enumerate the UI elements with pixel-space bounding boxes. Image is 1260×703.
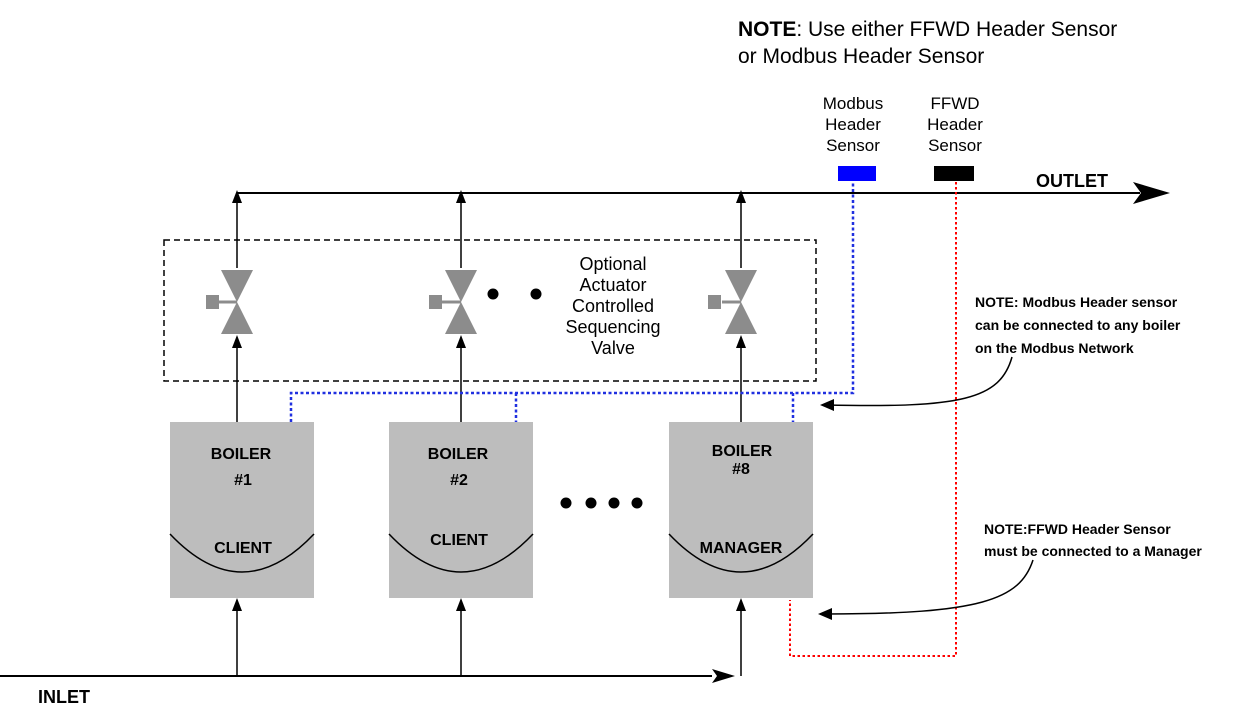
ffwd-note-arrow bbox=[825, 559, 1034, 615]
modbus-sensor-label: Modbus Header Sensor bbox=[823, 94, 883, 155]
boiler-8-column bbox=[736, 190, 746, 676]
ffwd-sensor-label: FFWD Header Sensor bbox=[927, 94, 983, 155]
valve-label-line-3: Controlled bbox=[572, 296, 654, 316]
inlet-pipe bbox=[0, 669, 735, 683]
ffwd-note-arrowhead bbox=[818, 608, 832, 620]
inlet-label: INLET bbox=[38, 687, 90, 703]
boiler-role: CLIENT bbox=[214, 540, 272, 557]
valve-label-line-4: Sequencing bbox=[565, 317, 660, 337]
svg-text:Sensor: Sensor bbox=[826, 136, 880, 155]
svg-text:Header: Header bbox=[927, 115, 983, 134]
svg-text:Modbus: Modbus bbox=[823, 94, 883, 113]
modbus-network-wire bbox=[289, 182, 855, 422]
ffwd-sensor-wire bbox=[789, 182, 957, 657]
boiler-2-column bbox=[456, 190, 466, 676]
valve-1-icon bbox=[206, 270, 253, 334]
svg-text:Header: Header bbox=[825, 115, 881, 134]
boiler-1-column bbox=[232, 190, 242, 676]
boiler-ellipsis-dots bbox=[560, 497, 643, 509]
modbus-note-arrowhead bbox=[820, 399, 834, 411]
modbus-header-sensor bbox=[838, 166, 876, 181]
top-note-label: NOTE bbox=[738, 18, 797, 41]
boiler-role: CLIENT bbox=[430, 532, 488, 549]
valve-2-icon bbox=[429, 270, 477, 334]
boiler-title: BOILER bbox=[712, 443, 773, 460]
svg-text:on the Modbus Network: on the Modbus Network bbox=[975, 340, 1134, 356]
top-note: NOTE: Use either FFWD Header Sensor or M… bbox=[738, 16, 1248, 70]
boiler-number: #1 bbox=[234, 472, 252, 489]
valve-label-line-2: Actuator bbox=[579, 275, 646, 295]
boiler-number: #8 bbox=[732, 461, 750, 478]
boiler-number: #2 bbox=[450, 472, 468, 489]
boiler-1: BOILER #1 CLIENT bbox=[169, 422, 315, 598]
svg-text:must be connected to a Manager: must be connected to a Manager bbox=[984, 543, 1202, 559]
svg-text:FFWD: FFWD bbox=[930, 94, 979, 113]
valve-group-label: Optional Actuator Controlled Sequencing … bbox=[565, 254, 660, 358]
ffwd-note: NOTE:FFWD Header Sensor must be connecte… bbox=[984, 521, 1202, 559]
modbus-note-arrow bbox=[825, 356, 1013, 407]
outlet-label: OUTLET bbox=[1036, 171, 1108, 191]
boiler-8: BOILER #8 MANAGER bbox=[668, 422, 814, 598]
svg-text:can be connected to any boiler: can be connected to any boiler bbox=[975, 317, 1181, 333]
outlet-pipe bbox=[237, 182, 1170, 204]
modbus-note: NOTE: Modbus Header sensor can be connec… bbox=[975, 294, 1181, 356]
boiler-role: MANAGER bbox=[700, 540, 783, 557]
valve-8-icon bbox=[708, 270, 757, 334]
boiler-2: BOILER #2 CLIENT bbox=[388, 422, 534, 598]
valve-group-box bbox=[163, 239, 817, 382]
boiler-title: BOILER bbox=[428, 446, 489, 463]
svg-text:NOTE: Modbus Header sensor: NOTE: Modbus Header sensor bbox=[975, 294, 1178, 310]
top-note-text-line2: or Modbus Header Sensor bbox=[738, 45, 985, 68]
top-note-text: : Use either FFWD Header Sensor bbox=[796, 18, 1118, 41]
valve-label-line-5: Valve bbox=[591, 338, 635, 358]
valve-ellipsis-dots bbox=[487, 288, 542, 300]
svg-text:NOTE:FFWD Header Sensor: NOTE:FFWD Header Sensor bbox=[984, 521, 1171, 537]
ffwd-header-sensor bbox=[934, 166, 974, 181]
valve-label-line-1: Optional bbox=[579, 254, 646, 274]
svg-text:Sensor: Sensor bbox=[928, 136, 982, 155]
boiler-title: BOILER bbox=[211, 446, 272, 463]
